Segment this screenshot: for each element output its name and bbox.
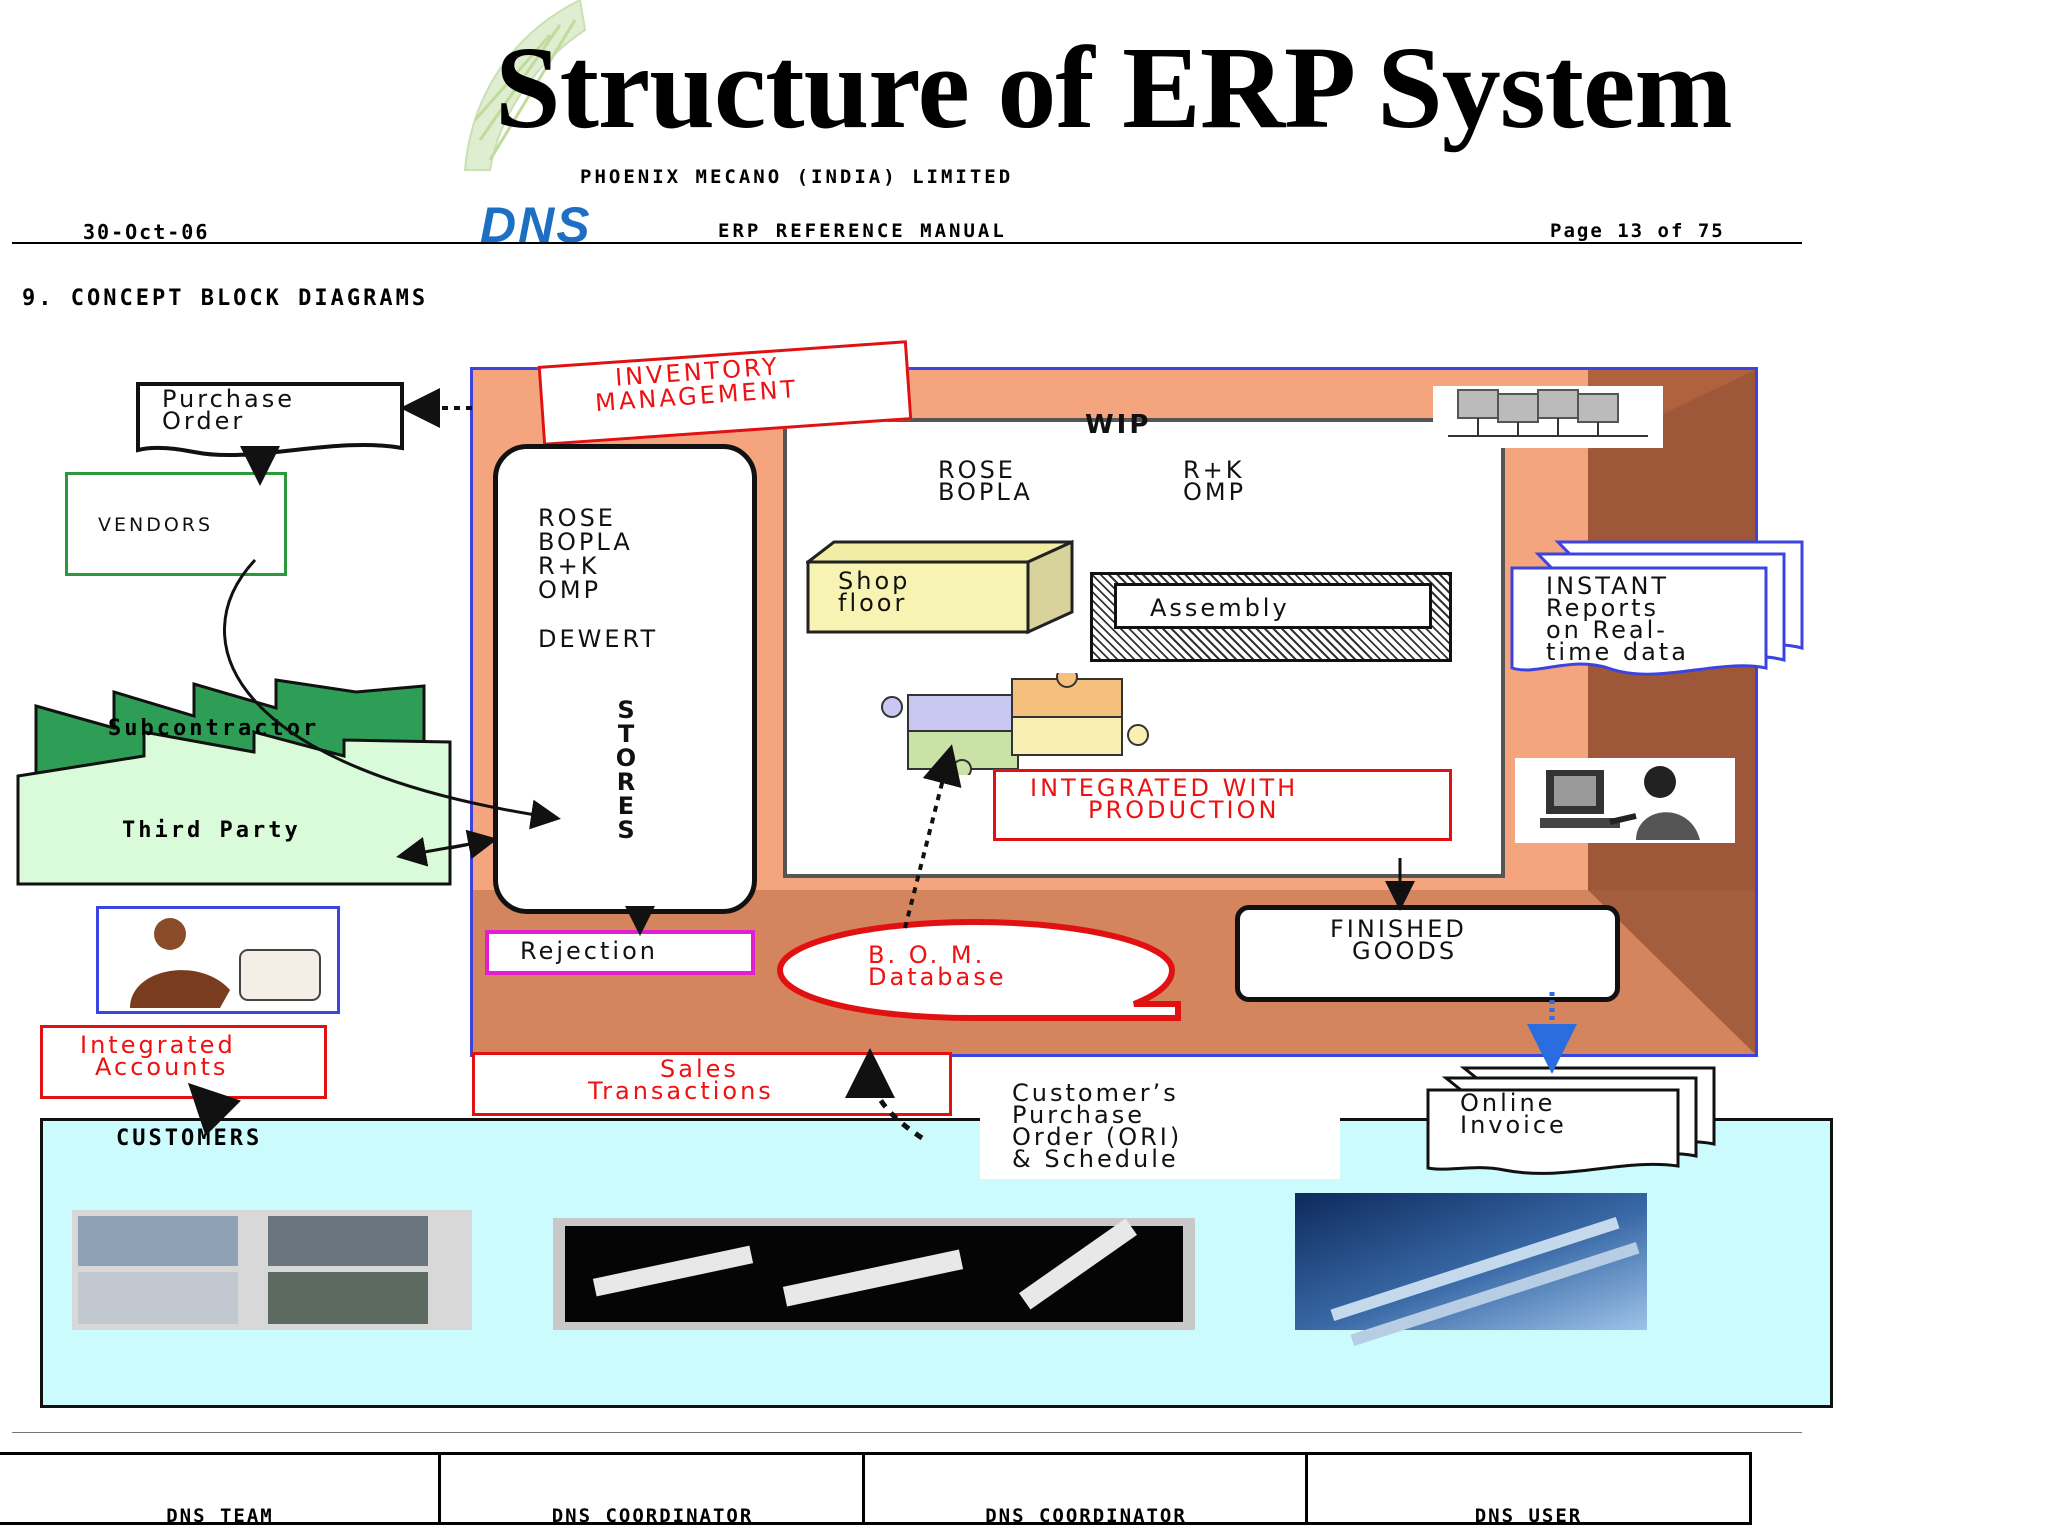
dewert-label: DEWERT bbox=[538, 625, 659, 653]
signature-cell-dns-team: DNS TEAM bbox=[0, 1453, 440, 1527]
instant-reports-2: Reports bbox=[1546, 594, 1660, 622]
accountant-icon bbox=[130, 918, 321, 1008]
third-party-label: Third Party bbox=[122, 818, 301, 843]
customer-po-1: Customer’s bbox=[1012, 1079, 1179, 1107]
wip-left-2: BOPLA bbox=[938, 478, 1033, 506]
purchase-order-1: Purchase bbox=[162, 385, 295, 413]
customer-po-box bbox=[980, 1075, 1340, 1179]
network-computers-icon bbox=[1448, 389, 1648, 437]
slide-title: Structure of ERP System bbox=[495, 22, 1733, 153]
stores-item-2: BOPLA bbox=[538, 528, 633, 556]
signature-top-rule bbox=[0, 1452, 1752, 1455]
subcontractor-label: Subcontractor bbox=[108, 716, 320, 741]
instant-reports-4: time data bbox=[1546, 638, 1689, 666]
vendors-box bbox=[65, 472, 287, 576]
instant-reports-3: on Real- bbox=[1546, 616, 1668, 644]
assembly-box bbox=[1114, 583, 1432, 629]
sales-transactions-2: Transactions bbox=[588, 1077, 774, 1105]
customer-po-3: Order (ORI) bbox=[1012, 1123, 1183, 1151]
customer-po-4: & Schedule bbox=[1012, 1145, 1179, 1173]
finished-goods-1: FINISHED bbox=[1330, 915, 1467, 943]
shop-floor-label-1: Shop bbox=[838, 567, 911, 595]
signature-cell-coordinator-2: DNS COORDINATOR bbox=[862, 1453, 1307, 1527]
wip-label: WIP bbox=[1085, 410, 1152, 440]
rejection-box bbox=[485, 930, 755, 975]
signature-label: DNS COORDINATOR bbox=[551, 1505, 754, 1527]
header-rule bbox=[12, 242, 1802, 244]
factory-buildings bbox=[16, 678, 452, 886]
wip-left-1: ROSE bbox=[938, 456, 1016, 484]
bom-label-1: B. O. M. bbox=[868, 941, 986, 969]
stores-item-3: R+K bbox=[538, 552, 600, 580]
manual-title: ERP REFERENCE MANUAL bbox=[718, 220, 1007, 242]
rejection-label: Rejection bbox=[520, 937, 658, 965]
signature-label: DNS COORDINATOR bbox=[985, 1505, 1187, 1527]
company-name: PHOENIX MECANO (INDIA) LIMITED bbox=[580, 166, 1014, 188]
signature-bottom-rule bbox=[0, 1522, 1752, 1525]
integrated-accounts-2: Accounts bbox=[95, 1053, 229, 1081]
vendors-label: VENDORS bbox=[98, 514, 214, 536]
shop-floor-label-2: floor bbox=[838, 589, 908, 617]
stores-item-1: ROSE bbox=[538, 504, 616, 532]
integrated-production-box bbox=[993, 769, 1452, 841]
enclosures-photo bbox=[72, 1210, 472, 1330]
instant-reports-stack bbox=[1510, 540, 1804, 676]
section-title: 9. CONCEPT BLOCK DIAGRAMS bbox=[22, 286, 429, 311]
signature-label: DNS TEAM bbox=[166, 1505, 274, 1527]
page-number: Page 13 of 75 bbox=[1550, 220, 1725, 242]
leaf-decoration-icon bbox=[463, 0, 587, 171]
doc-date: 30-Oct-06 bbox=[83, 220, 210, 244]
stores-vertical-label: STORES bbox=[615, 696, 637, 844]
actuators-photo bbox=[553, 1218, 1195, 1330]
signature-label: DNS USER bbox=[1474, 1505, 1583, 1527]
online-invoice-stack bbox=[1426, 1066, 1716, 1175]
wip-right-2: OMP bbox=[1183, 478, 1247, 506]
finished-goods-2: GOODS bbox=[1352, 937, 1458, 965]
integrated-accounts-1: Integrated bbox=[80, 1031, 236, 1059]
bom-callout bbox=[776, 918, 1181, 1021]
shop-floor-box bbox=[806, 540, 1074, 635]
integrated-production-2: PRODUCTION bbox=[1088, 796, 1280, 824]
footer-rule bbox=[12, 1432, 1802, 1433]
computer-user-icon bbox=[1540, 766, 1700, 840]
wip-right-1: R+K bbox=[1183, 456, 1245, 484]
purchase-order-2: Order bbox=[162, 407, 246, 435]
signature-cell-dns-user: DNS USER bbox=[1305, 1453, 1752, 1527]
integrated-accounts-box bbox=[40, 1025, 327, 1099]
sales-transactions-1: Sales bbox=[660, 1055, 739, 1083]
online-invoice-2: Invoice bbox=[1460, 1111, 1567, 1139]
instant-reports-1: INSTANT bbox=[1546, 572, 1670, 600]
purchase-order-doc bbox=[136, 382, 404, 458]
stores-item-4: OMP bbox=[538, 576, 602, 604]
stores-box bbox=[493, 444, 757, 914]
bom-label-2: Database bbox=[868, 963, 1007, 991]
finished-goods-box bbox=[1235, 905, 1620, 1002]
profiles-photo bbox=[1295, 1193, 1647, 1347]
customer-po-2: Purchase bbox=[1012, 1101, 1145, 1129]
online-invoice-1: Online bbox=[1460, 1089, 1556, 1117]
integrated-production-1: INTEGRATED WITH bbox=[1030, 774, 1299, 802]
signature-cell-coordinator-1: DNS COORDINATOR bbox=[438, 1453, 864, 1527]
assembly-label: Assembly bbox=[1150, 594, 1290, 622]
